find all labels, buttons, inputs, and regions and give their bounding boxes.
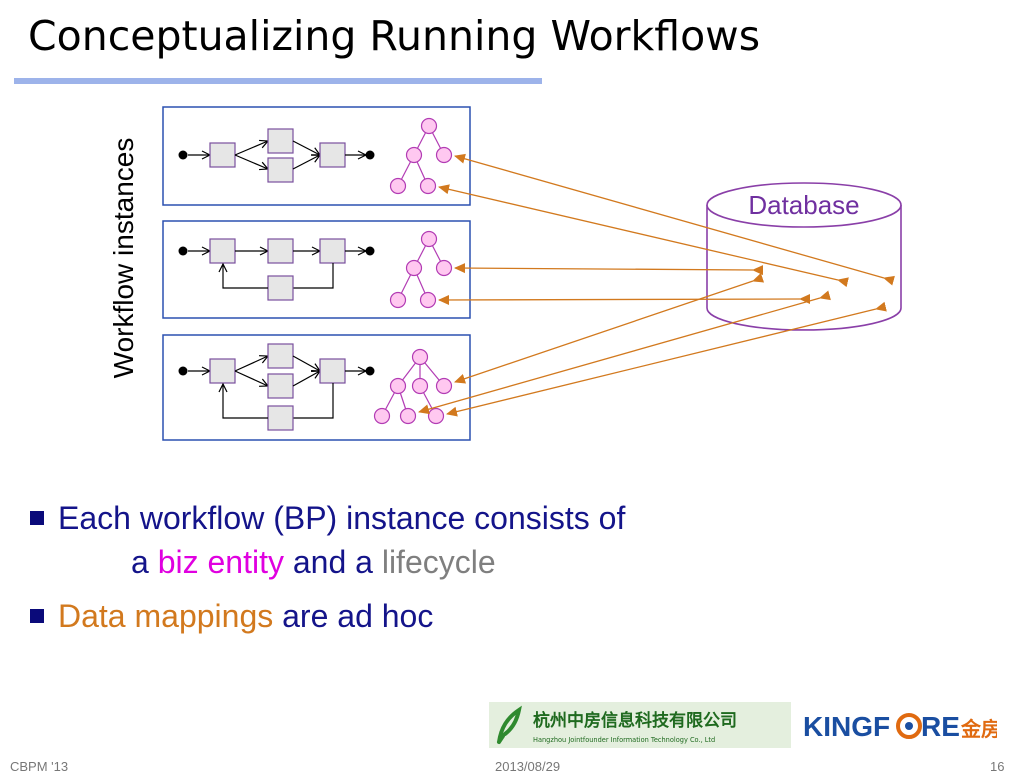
- entity-node: [435, 377, 453, 395]
- bullet-1-text: Each workflow (BP) instance consists of: [58, 500, 626, 536]
- task-box: [267, 405, 294, 431]
- biz-entity-tree-2: [389, 230, 453, 309]
- entity-node: [411, 348, 429, 366]
- task-box: [209, 238, 236, 264]
- page-number: 16: [990, 759, 1005, 774]
- loop-back-flow: [223, 264, 268, 289]
- leaf-icon: [497, 705, 522, 744]
- svg-text:杭州中房信息科技有限公司: 杭州中房信息科技有限公司: [533, 710, 737, 731]
- svg-text:金房: 金房: [960, 717, 997, 741]
- page-title: Conceptualizing Running Workflows: [28, 12, 761, 60]
- end-node: [365, 246, 375, 256]
- workflow-instance-2: [162, 220, 471, 319]
- bullet-item-1: Each workflow (BP) instance consists of …: [30, 496, 625, 586]
- entity-node: [389, 291, 407, 309]
- svg-text:Hangzhou Jointfounder Informat: Hangzhou Jointfounder Information Techno…: [533, 736, 715, 744]
- flow-arrow: [292, 371, 320, 387]
- footer-conference: CBPM '13: [10, 759, 69, 774]
- entity-node: [405, 146, 423, 164]
- entity-node: [389, 177, 407, 195]
- mapping-arrow: [418, 290, 831, 415]
- bullet-item-2: Data mappings are ad hoc: [30, 594, 625, 638]
- entity-node: [420, 117, 438, 135]
- biz-entity-term: biz entity: [157, 544, 284, 580]
- task-box: [267, 343, 294, 369]
- end-node: [365, 150, 375, 160]
- entity-node: [427, 407, 445, 425]
- task-box: [267, 157, 294, 183]
- svg-text:RE: RE: [921, 711, 960, 742]
- workflow-instances-label: Workflow instances: [108, 138, 139, 379]
- start-node: [178, 366, 188, 376]
- entity-node: [419, 177, 437, 195]
- flow-arrow: [292, 155, 320, 170]
- entity-node: [419, 291, 437, 309]
- loop-back-flow: [223, 384, 268, 419]
- data-mappings-term: Data mappings: [58, 598, 274, 634]
- lifecycle-term: lifecycle: [381, 544, 496, 580]
- entity-node: [420, 230, 438, 248]
- bullet-1-second-line: a biz entity and a lifecycle: [58, 540, 625, 584]
- bullet-1-conjunction: and a: [292, 544, 373, 580]
- task-box: [267, 128, 294, 154]
- task-box: [209, 358, 236, 384]
- entity-node: [373, 407, 391, 425]
- entity-node: [389, 377, 407, 395]
- biz-entity-tree-1: [389, 117, 453, 195]
- loop-back-flow: [293, 383, 334, 419]
- data-mapping-arrows: [418, 153, 895, 417]
- loop-back-flow: [293, 263, 334, 289]
- task-box: [319, 358, 346, 384]
- start-node: [178, 246, 188, 256]
- flow-arrow: [234, 370, 268, 386]
- mapping-arrow: [454, 273, 765, 384]
- title-underline: [14, 78, 542, 84]
- entity-node: [405, 259, 423, 277]
- biz-entity-tree-3: [373, 348, 453, 425]
- task-box: [319, 238, 346, 264]
- task-box: [209, 142, 236, 168]
- task-box: [267, 275, 294, 301]
- entity-node: [411, 377, 429, 395]
- footer-date: 2013/08/29: [495, 759, 561, 774]
- svg-text:KINGF: KINGF: [803, 711, 890, 742]
- mapping-arrow: [454, 263, 764, 276]
- mapping-arrow: [446, 301, 887, 417]
- database-label: Database: [748, 190, 859, 220]
- entity-node: [435, 146, 453, 164]
- start-node: [178, 150, 188, 160]
- flow-arrow: [292, 140, 320, 155]
- flow-arrow: [292, 355, 320, 371]
- flow-arrow: [234, 141, 268, 156]
- entity-node: [435, 259, 453, 277]
- bullet-1-prefix: a: [131, 544, 149, 580]
- company-logo: 杭州中房信息科技有限公司 Hangzhou Jointfounder Infor…: [489, 702, 997, 748]
- flow-arrow: [234, 154, 268, 169]
- bullet-list: Each workflow (BP) instance consists of …: [30, 496, 625, 638]
- flow-arrow: [234, 356, 268, 372]
- workflow-instance-3: [162, 334, 471, 441]
- task-box: [267, 238, 294, 264]
- end-node: [365, 366, 375, 376]
- mapping-arrow: [438, 184, 849, 288]
- square-bullet-icon: [30, 511, 44, 525]
- bullet-2-text: are ad hoc: [282, 598, 434, 634]
- task-box: [319, 142, 346, 168]
- square-bullet-icon: [30, 609, 44, 623]
- workflow-instance-1: [162, 106, 471, 206]
- task-box: [267, 373, 294, 399]
- entity-node: [399, 407, 417, 425]
